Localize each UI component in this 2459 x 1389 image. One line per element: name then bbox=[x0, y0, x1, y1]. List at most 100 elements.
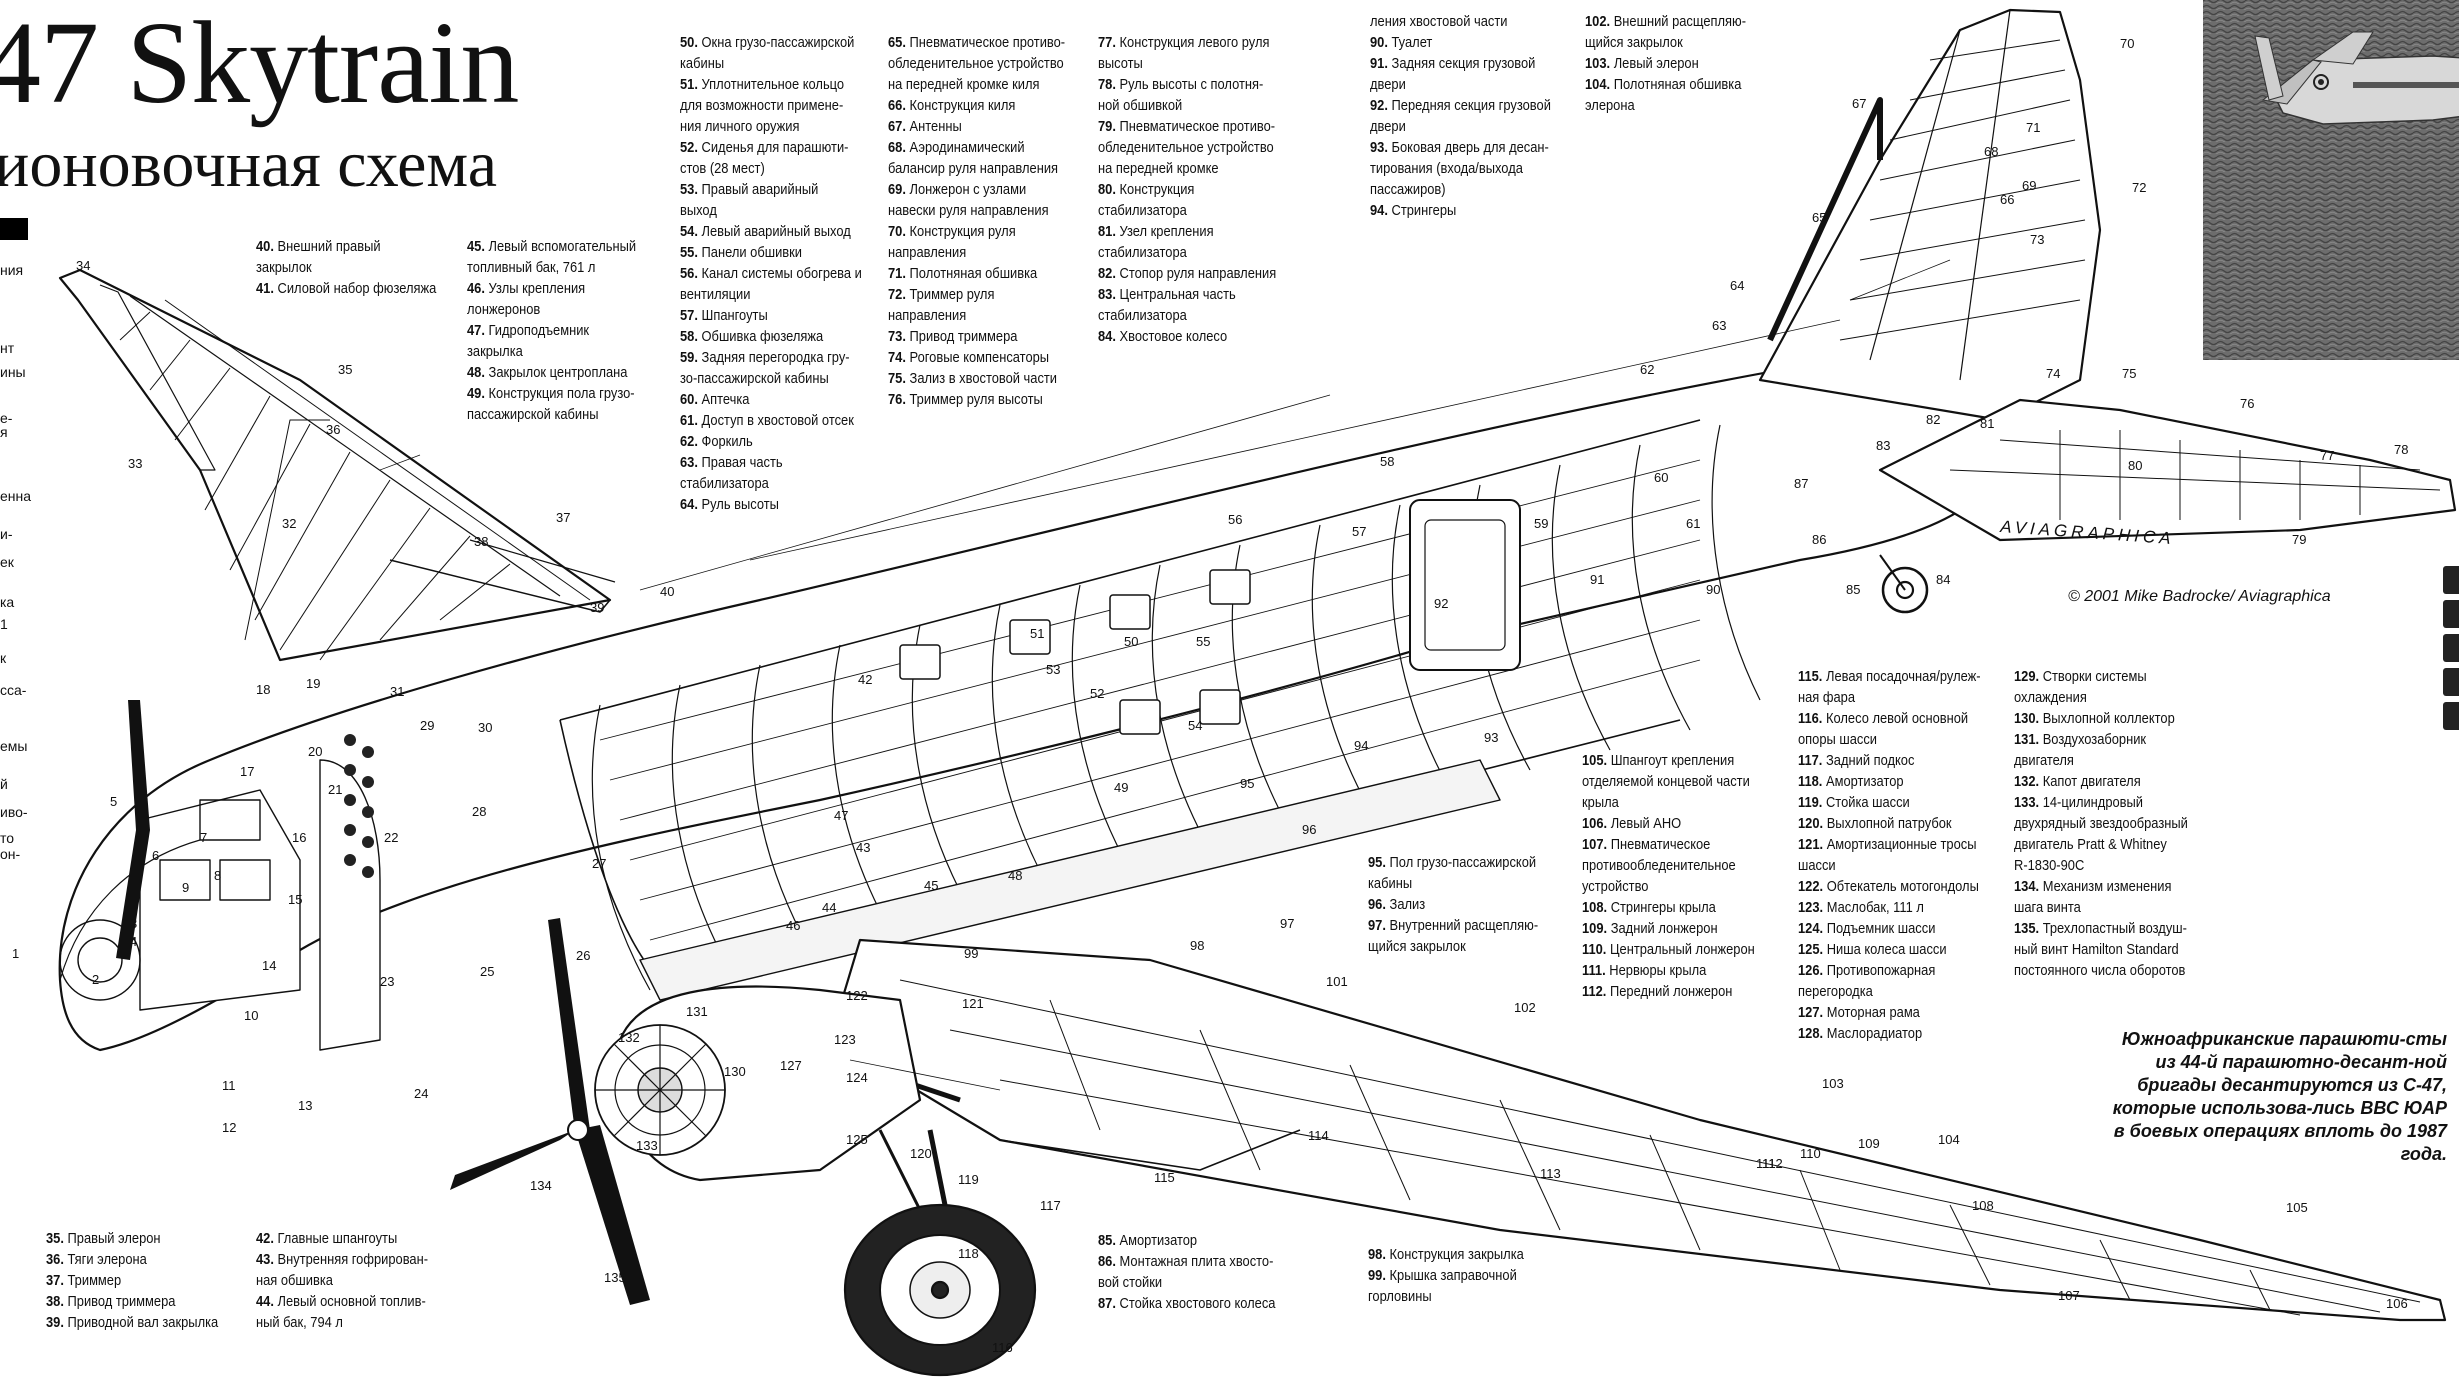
legend-entry: противообледенительное bbox=[1582, 857, 1736, 874]
left-edge-fragment: он- bbox=[0, 846, 21, 862]
legend-entry: двери bbox=[1370, 76, 1406, 93]
legend-entry: 35. Правый элерон bbox=[46, 1230, 161, 1247]
left-edge-fragment: й bbox=[0, 776, 8, 792]
legend-entry: 111. Нервюры крыла bbox=[1582, 962, 1707, 979]
callout-30: 30 bbox=[478, 720, 492, 735]
callout-59: 59 bbox=[1534, 516, 1548, 531]
callout-124: 124 bbox=[846, 1070, 868, 1085]
callout-77: 77 bbox=[2320, 448, 2334, 463]
callout-70: 70 bbox=[2120, 36, 2134, 51]
legend-entry: 106. Левый АНО bbox=[1582, 815, 1682, 832]
callout-86: 86 bbox=[1812, 532, 1826, 547]
callout-3: 3 bbox=[130, 916, 137, 931]
legend-entry: ной обшивкой bbox=[1098, 97, 1183, 114]
legend-entry: 56. Канал системы обогрева и bbox=[680, 265, 862, 282]
legend-entry: двухрядный звездообразный bbox=[2014, 815, 2188, 832]
callout-72: 72 bbox=[2132, 180, 2146, 195]
legend-entry: 44. Левый основной топлив- bbox=[256, 1293, 426, 1310]
legend-entry: обледенительное устройство bbox=[888, 55, 1064, 72]
callout-119: 119 bbox=[958, 1172, 979, 1187]
legend-entry: 65. Пневматическое противо- bbox=[888, 34, 1066, 51]
callout-62: 62 bbox=[1640, 362, 1654, 377]
legend-entry: 121. Амортизационные тросы bbox=[1798, 836, 1977, 853]
callout-60: 60 bbox=[1654, 470, 1668, 485]
callout-84: 84 bbox=[1936, 572, 1950, 587]
callout-40: 40 bbox=[660, 584, 674, 599]
left-edge-fragment: к bbox=[0, 650, 7, 666]
left-edge-fragment: ек bbox=[0, 554, 14, 570]
legend-entry: 124. Подъемник шасси bbox=[1798, 920, 1936, 937]
legend-entry: зо-пассажирской кабины bbox=[680, 370, 829, 387]
legend-entry: 126. Противопожарная bbox=[1798, 962, 1936, 979]
legend-entry: R-1830-90C bbox=[2014, 857, 2085, 874]
callout-13: 13 bbox=[298, 1098, 312, 1113]
callout-52: 52 bbox=[1090, 686, 1104, 701]
legend-entry: шасси bbox=[1798, 857, 1836, 874]
callout-106: 106 bbox=[2386, 1296, 2408, 1311]
callout-103: 103 bbox=[1822, 1076, 1844, 1091]
legend-entry: 108. Стрингеры крыла bbox=[1582, 899, 1716, 916]
legend-entry: балансир руля направления bbox=[888, 160, 1059, 177]
callout-9: 9 bbox=[182, 880, 189, 895]
callout-64: 64 bbox=[1730, 278, 1744, 293]
legend-entry: 57. Шпангоуты bbox=[680, 307, 768, 324]
legend-entry: щийся закрылок bbox=[1368, 938, 1466, 955]
callout-91: 91 bbox=[1590, 572, 1604, 587]
callout-23: 23 bbox=[380, 974, 394, 989]
callout-20: 20 bbox=[308, 744, 322, 759]
legend-entry: 95. Пол грузо-пассажирской bbox=[1368, 854, 1537, 871]
legend-entry: 41. Силовой набор фюзеляжа bbox=[256, 280, 437, 297]
callout-51: 51 bbox=[1030, 626, 1044, 641]
legend-entry: 135. Трехлопастный воздуш- bbox=[2014, 920, 2187, 937]
legend-entry: 86. Монтажная плита хвосто- bbox=[1098, 1253, 1274, 1270]
propeller-left bbox=[450, 918, 650, 1305]
legend-entry: 75. Зализ в хвостовой части bbox=[888, 370, 1058, 387]
callout-87: 87 bbox=[1794, 476, 1808, 491]
callout-99: 99 bbox=[964, 946, 978, 961]
callout-26: 26 bbox=[576, 948, 590, 963]
legend-entry: кабины bbox=[680, 55, 725, 72]
callout-112: 112 bbox=[1762, 1156, 1783, 1171]
legend-entry: 37. Триммер bbox=[46, 1272, 122, 1289]
callout-95: 95 bbox=[1240, 776, 1254, 791]
legend-entry: на передней кромке киля bbox=[888, 76, 1040, 93]
legend-entry: ный винт Hamilton Standard bbox=[2014, 941, 2179, 958]
callout-113: 113 bbox=[1540, 1166, 1561, 1181]
callout-101: 101 bbox=[1326, 974, 1348, 989]
legend-entry: 59. Задняя перегородка гру- bbox=[680, 349, 850, 366]
callout-131: 131 bbox=[686, 1004, 708, 1019]
left-edge-fragment: емы bbox=[0, 738, 28, 754]
callout-132: 132 bbox=[618, 1030, 640, 1045]
callout-4: 4 bbox=[130, 934, 137, 949]
legend-entry: 130. Выхлопной коллектор bbox=[2014, 710, 2175, 727]
left-edge-fragment: ины bbox=[0, 364, 26, 380]
callout-75: 75 bbox=[2122, 366, 2136, 381]
legend-entry: 42. Главные шпангоуты bbox=[256, 1230, 398, 1247]
legend-entry: элерона bbox=[1585, 97, 1635, 114]
legend-entry: 120. Выхлопной патрубок bbox=[1798, 815, 1952, 832]
callout-11: 11 bbox=[222, 1078, 236, 1093]
legend-entry: постоянного числа оборотов bbox=[2014, 962, 2186, 979]
aircraft-photo bbox=[2203, 0, 2459, 360]
callout-81: 81 bbox=[1980, 416, 1994, 431]
legend-entry: 83. Центральная часть bbox=[1098, 286, 1236, 303]
callout-134: 134 bbox=[530, 1178, 552, 1193]
vertical-tail bbox=[1758, 8, 2102, 422]
photo-caption: Южноафриканские парашюти-сты из 44-й пар… bbox=[2112, 1029, 2447, 1164]
leader-lines bbox=[379, 259, 1951, 1091]
callout-47: 47 bbox=[834, 808, 848, 823]
legend-entry: закрылка bbox=[467, 343, 523, 360]
callout-34: 34 bbox=[76, 258, 90, 273]
legend-entry: щийся закрылок bbox=[1585, 34, 1683, 51]
callout-67: 67 bbox=[1852, 96, 1866, 111]
legend-entry: 117. Задний подкос bbox=[1798, 752, 1915, 769]
legend-entry: 76. Триммер руля высоты bbox=[888, 391, 1043, 408]
left-edge-fragment: то bbox=[0, 830, 15, 846]
callout-61: 61 bbox=[1686, 516, 1700, 531]
callout-17: 17 bbox=[240, 764, 254, 779]
